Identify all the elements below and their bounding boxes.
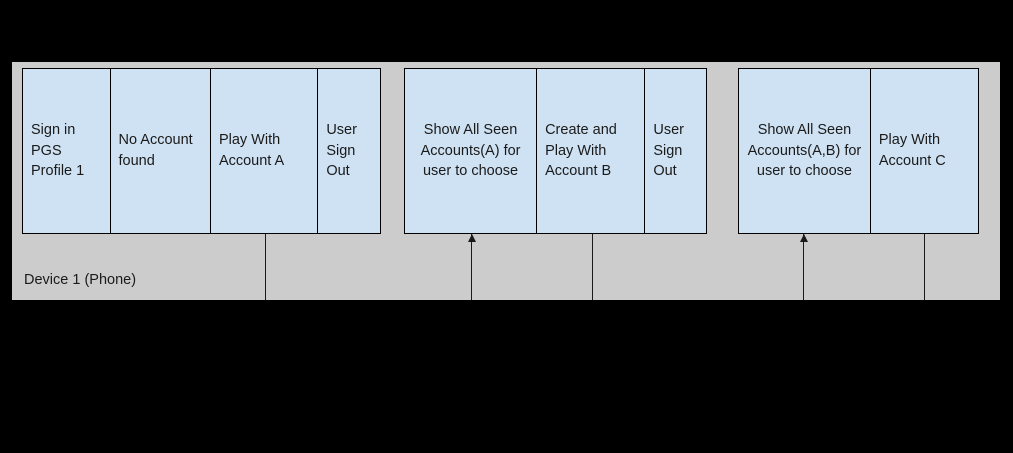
- connector-to-show-accounts-ab: [803, 234, 804, 300]
- activation-cell-label: Play With Account C: [878, 132, 946, 169]
- activation-cell-show-all-seen-accounts-a[interactable]: Show All Seen Accounts(A) for user to ch…: [405, 69, 538, 233]
- activation-cell-label: No Account found: [118, 132, 193, 169]
- activation-cell-play-with-account-c[interactable]: Play With Account C: [870, 69, 978, 233]
- activation-cell-label: Play With Account A: [218, 132, 285, 169]
- activation-cell-create-and-play-with-account-b[interactable]: Create and Play With Account B: [537, 69, 646, 233]
- activation-cell-label: Create and Play With Account B: [545, 122, 617, 180]
- activation-cell-label: Sign in PGS Profile 1: [31, 122, 85, 180]
- activation-cell-label: Show All Seen Accounts(A) for user to ch…: [420, 122, 521, 180]
- activation-cell-sign-in-pgs-profile-1[interactable]: Sign in PGS Profile 1: [23, 69, 111, 233]
- connector-signout-2: [592, 234, 593, 300]
- connector-to-show-accounts-ab-arrowhead-icon: [799, 234, 808, 242]
- connector-to-show-accounts-a-arrowhead-icon: [467, 234, 476, 242]
- activation-cell-no-account-found[interactable]: No Account found: [110, 69, 211, 233]
- activation-group-1: Sign in PGS Profile 1 No Account found P…: [22, 68, 381, 234]
- connector-play-account-c: [924, 234, 925, 300]
- activation-cell-label: Show All Seen Accounts(A,B) for user to …: [747, 122, 862, 180]
- activation-cell-show-all-seen-accounts-ab[interactable]: Show All Seen Accounts(A,B) for user to …: [739, 69, 871, 233]
- activation-group-3: Show All Seen Accounts(A,B) for user to …: [738, 68, 979, 234]
- device-lane-label: Device 1 (Phone): [24, 272, 137, 288]
- activation-cell-user-sign-out-2[interactable]: User Sign Out: [645, 69, 706, 233]
- connector-to-show-accounts-a: [471, 234, 472, 300]
- activation-cell-play-with-account-a[interactable]: Play With Account A: [210, 69, 319, 233]
- activation-cell-label: User Sign Out: [653, 122, 684, 180]
- activation-cell-label: User Sign Out: [326, 122, 357, 180]
- activation-cell-user-sign-out-1[interactable]: User Sign Out: [318, 69, 380, 233]
- connector-signout-1: [265, 234, 266, 300]
- activation-group-2: Show All Seen Accounts(A) for user to ch…: [404, 68, 707, 234]
